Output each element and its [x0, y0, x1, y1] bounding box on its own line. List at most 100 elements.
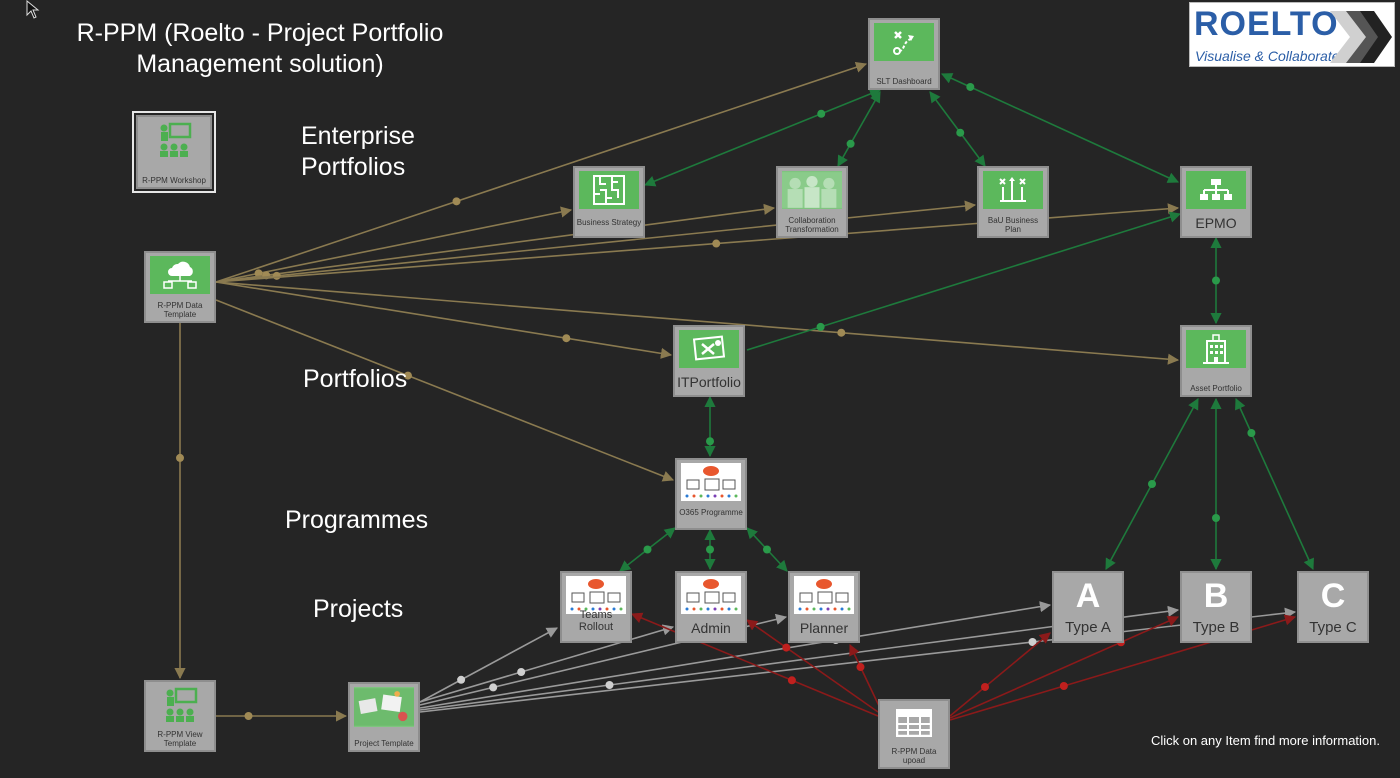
section-projects: Projects — [313, 595, 404, 623]
node-project-template[interactable]: Project Template — [348, 682, 420, 752]
node-rppm-view-template[interactable]: R-PPM View Template — [144, 680, 216, 752]
connector-dot — [712, 239, 721, 248]
section-programmes: Programmes — [285, 506, 429, 534]
connector-dot — [1247, 429, 1256, 437]
node-label: ITPortfolio — [677, 374, 741, 390]
connector-dot — [1028, 638, 1037, 646]
node-type-c[interactable]: C Type C — [1297, 571, 1369, 643]
node-label: O365 Programme — [679, 508, 743, 517]
node-asset-portfolio[interactable]: Asset Portfolio — [1180, 325, 1252, 397]
connector-dot — [856, 663, 865, 672]
cloud-network-icon — [150, 256, 210, 294]
node-slt-dashboard[interactable]: SLT Dashboard — [868, 18, 940, 90]
connector-dot — [452, 197, 461, 206]
connector-arrow — [419, 627, 558, 703]
connector-arrow — [215, 281, 1180, 365]
node-planner[interactable]: Planner — [788, 571, 860, 643]
node-label: SLT Dashboard — [876, 77, 932, 86]
connector-arrow — [215, 200, 977, 283]
node-collaboration-transformation[interactable]: Collaboration Transformation — [776, 166, 848, 238]
node-business-strategy[interactable]: Business Strategy — [573, 166, 645, 238]
node-it-portfolio[interactable]: ITPortfolio — [673, 325, 745, 397]
presentation-icon — [142, 120, 206, 158]
connector-arrow — [215, 206, 573, 283]
connector-dot — [816, 322, 825, 331]
connector-dot — [176, 453, 184, 462]
node-label: Type A — [1065, 619, 1111, 636]
node-label: Type B — [1192, 619, 1240, 636]
connector-arrow — [1235, 397, 1314, 571]
node-rppm-workshop[interactable]: R-PPM Workshop — [132, 111, 216, 193]
connector-dot — [489, 683, 498, 692]
node-label: Planner — [799, 620, 849, 636]
page-title: R-PPM (Roelto - Project Portfolio Manage… — [76, 19, 444, 78]
node-label: Asset Portfolio — [1190, 384, 1242, 393]
connector-dot — [517, 668, 526, 676]
tactics-icon — [983, 171, 1043, 209]
connector-dot — [244, 712, 253, 720]
strategy-path-icon — [874, 23, 934, 61]
building-icon — [1186, 330, 1246, 368]
node-o365-programme[interactable]: O365 Programme — [675, 458, 747, 530]
it-tools-icon — [679, 330, 739, 368]
connector-dot — [956, 128, 965, 137]
connector-dot — [706, 437, 714, 446]
node-label: Admin — [691, 620, 731, 636]
connector-dot — [817, 109, 826, 118]
node-label: R-PPM Data Template — [157, 301, 203, 319]
connector-dot — [1212, 514, 1220, 522]
roelto-logo: ROELTO Visualise & Collaborate — [1189, 2, 1395, 67]
connector-dot — [981, 682, 989, 691]
connector-arrow — [419, 624, 675, 703]
connector-dot — [272, 271, 281, 280]
letter-b-icon: B — [1203, 577, 1229, 615]
logo-wordmark: ROELTO — [1194, 5, 1339, 43]
connector-arrow — [949, 615, 1180, 719]
letter-c-icon: C — [1320, 577, 1346, 615]
footer-instruction: Click on any Item find more information. — [1150, 733, 1380, 748]
letter-a-icon: A — [1075, 577, 1101, 615]
connector-dot — [605, 681, 614, 689]
node-epmo[interactable]: EPMO — [1180, 166, 1252, 238]
connector-dot — [1059, 682, 1068, 691]
connector-arrow — [419, 605, 1180, 711]
chevron-arrows-icon — [1330, 11, 1392, 63]
cloud-devices-icon — [681, 576, 741, 614]
node-teams-rollout[interactable]: Teams Rollout — [560, 571, 632, 643]
people-photo-icon — [782, 171, 842, 209]
node-label: BaU Business Plan — [987, 216, 1039, 234]
connector-arrow — [949, 632, 1051, 717]
connector-dot — [837, 328, 846, 337]
connector-dot — [1148, 480, 1156, 488]
node-label: EPMO — [1195, 215, 1237, 231]
node-type-b[interactable]: B Type B — [1180, 571, 1252, 643]
node-label: R-PPM View Template — [157, 730, 203, 748]
node-label: Teams Rollout — [578, 609, 614, 633]
connector-dot — [643, 545, 652, 554]
node-bau-business-plan[interactable]: BaU Business Plan — [977, 166, 1049, 238]
connector-dot — [457, 675, 466, 684]
connector-dot — [787, 676, 796, 685]
connector-arrow — [746, 619, 879, 713]
node-label: Business Strategy — [576, 218, 642, 227]
node-rppm-data-template[interactable]: R-PPM Data Template — [144, 251, 216, 323]
connector-dot — [966, 82, 975, 91]
node-label: R-PPM Data upoad — [891, 747, 937, 765]
section-portfolios: Portfolios — [303, 365, 408, 393]
connector-dot — [403, 371, 412, 380]
node-admin[interactable]: Admin — [675, 571, 747, 643]
section-enterprise-portfolios: Enterprise Portfolios — [301, 122, 415, 181]
node-label: Collaboration Transformation — [785, 216, 839, 234]
logo-tagline: Visualise & Collaborate — [1195, 48, 1340, 64]
connector-arrow — [929, 91, 986, 167]
connector-dot — [763, 545, 771, 554]
connector-dot — [846, 139, 855, 148]
org-chart-icon — [1186, 171, 1246, 209]
node-type-a[interactable]: A Type A — [1052, 571, 1124, 643]
connector-dot — [562, 334, 571, 343]
project-photo-icon — [354, 687, 414, 727]
connector-arrow — [630, 612, 879, 717]
node-rppm-data-upload[interactable]: R-PPM Data upoad — [878, 699, 950, 769]
